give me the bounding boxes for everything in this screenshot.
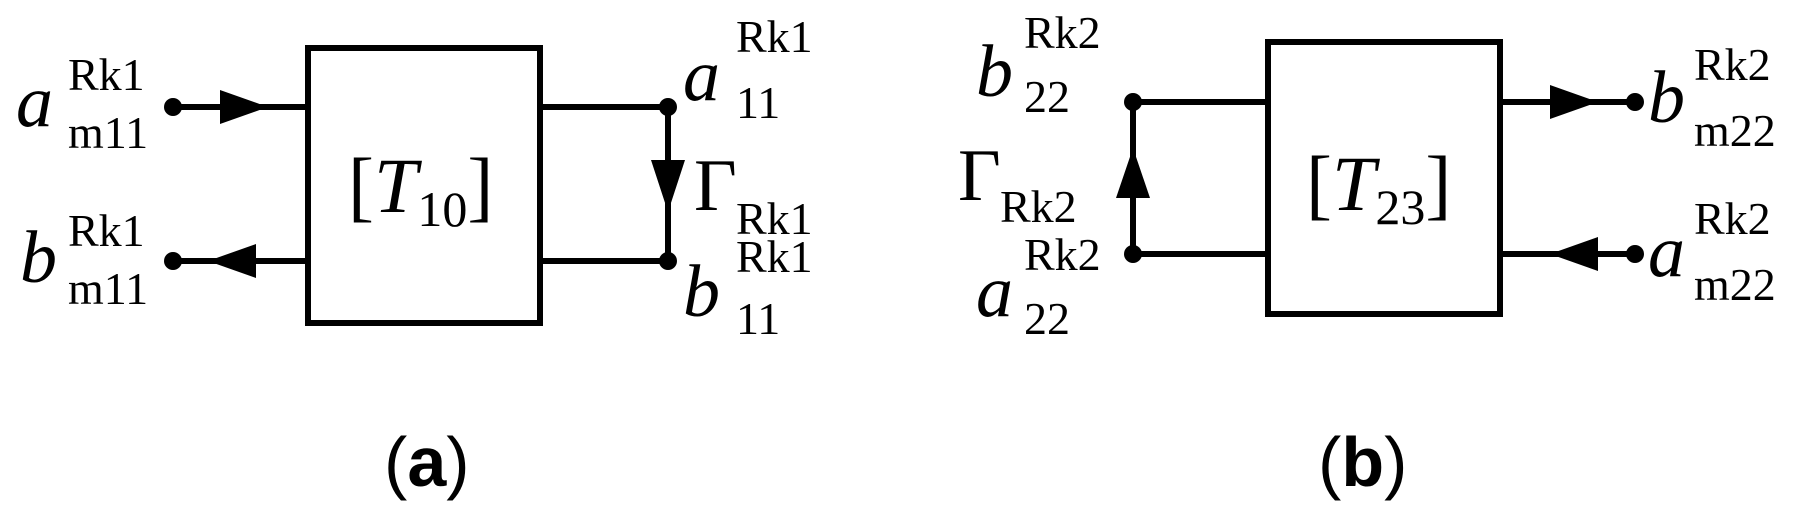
port-label-in-b-sup: Rk2 — [1694, 193, 1771, 244]
t23-label: [T23] — [1306, 140, 1451, 235]
node-label-top-a-sup: Rk1 — [736, 11, 813, 62]
port-label-out-a-sub: m11 — [68, 263, 148, 314]
node-label-top-b-sub: 22 — [1024, 71, 1070, 122]
gamma-label-b: Γ — [958, 135, 1001, 217]
node-label-bot-a: b — [683, 251, 720, 333]
port-label-in-b-sub: m22 — [1694, 259, 1776, 310]
node-label-bot-b-sup: Rk2 — [1024, 229, 1101, 280]
t23-box — [1265, 39, 1503, 317]
port-label-out-b: b — [1648, 57, 1685, 139]
caption-b: (b) — [1318, 423, 1407, 501]
arrow-left-icon — [208, 244, 256, 278]
gamma-label-a: Γ — [694, 145, 737, 227]
node-dot-bot-a — [659, 252, 677, 270]
node-label-bot-a-sub: 11 — [736, 293, 780, 344]
node-label-bot-b-sub: 22 — [1024, 293, 1070, 344]
arrow-left-icon — [1550, 237, 1598, 271]
port-label-in-a-sub: m11 — [68, 107, 148, 158]
t10-box — [305, 45, 543, 326]
gamma-label-a-sub: Rk1 — [736, 193, 813, 244]
node-label-top-b-sup: Rk2 — [1024, 7, 1101, 58]
port-label-out-b-sub: m22 — [1694, 105, 1776, 156]
node-dot-top-b — [1124, 93, 1142, 111]
node-label-top-a: a — [683, 35, 720, 117]
node-label-bot-b: a — [976, 251, 1013, 333]
port-label-in-b: a — [1648, 211, 1685, 293]
port-label-in-a: a — [16, 61, 53, 143]
arrow-right-icon — [220, 90, 268, 124]
node-dot-bot-b — [1124, 245, 1142, 263]
gamma-label-b-sub: Rk2 — [1000, 181, 1077, 232]
port-label-out-a: b — [20, 217, 57, 299]
port-label-out-b-sup: Rk2 — [1694, 39, 1771, 90]
port-label-in-a-sup: Rk1 — [68, 49, 145, 100]
node-label-bot-a-sup: Rk1 — [736, 231, 813, 282]
t10-label: [T10] — [348, 142, 493, 237]
arrow-up-icon — [1116, 148, 1150, 198]
terminal-dot-out-a — [164, 252, 182, 270]
node-label-top-a-sub: 11 — [736, 77, 780, 128]
arrow-down-icon — [651, 160, 685, 212]
node-dot-top-a — [659, 98, 677, 116]
caption-a: (a) — [384, 423, 470, 501]
terminal-dot-out-b — [1626, 93, 1644, 111]
arrow-right-icon — [1550, 85, 1598, 119]
node-label-top-b: b — [976, 31, 1013, 113]
terminal-dot-in-b — [1626, 245, 1644, 263]
port-label-out-a-sup: Rk1 — [68, 205, 145, 256]
terminal-dot-in-a — [164, 98, 182, 116]
